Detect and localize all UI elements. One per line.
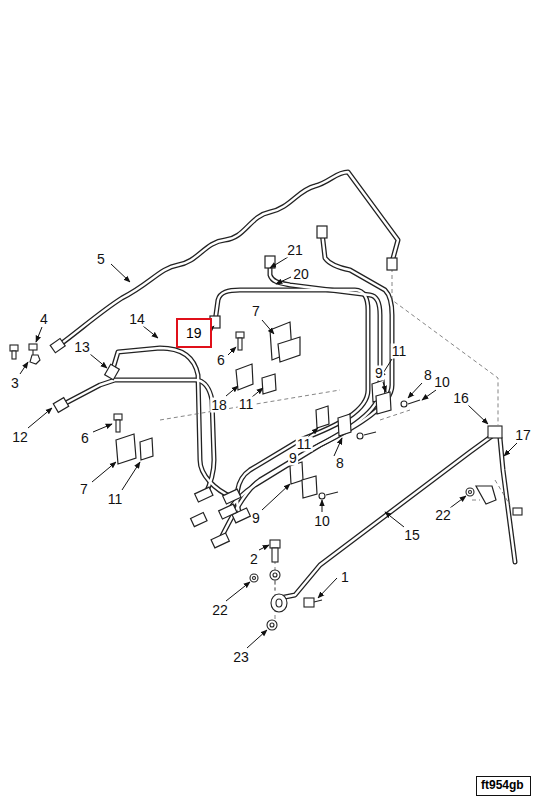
callout-number: 8 [423,368,433,383]
callout-number: 11 [391,344,408,359]
callout-number: 9 [288,451,298,466]
callout-number: 22 [434,508,452,523]
callout-number: 18 [210,398,228,413]
node-text: 19 [186,325,202,341]
bolts-washers [10,332,522,630]
highlight-callout-box: 19 [176,318,212,348]
callout-number: 6 [80,431,90,446]
callout-number: 8 [335,456,345,471]
callout-number: 2 [249,552,259,567]
callout-number: 22 [211,603,229,618]
callout-number: 1 [340,570,350,585]
callout-number: 9 [251,511,261,526]
callout-number: 23 [232,650,250,665]
callout-number: 15 [403,528,421,543]
callout-number: 20 [292,267,310,282]
callout-number: 9 [374,366,384,381]
callout-number: 4 [39,312,49,327]
fuel-tubes [58,172,515,598]
callout-number: 11 [296,437,313,452]
figure-code-box: ft954gb [476,776,531,796]
callout-number: 5 [96,252,106,267]
callout-number: 12 [11,430,29,445]
tube-nuts [50,226,397,548]
callout-number: 14 [128,312,146,327]
dashed-guides [160,268,510,620]
node-text: ft954gb [481,778,526,792]
callout-number: 10 [313,514,331,529]
callout-number: 6 [216,353,226,368]
callout-number: 11 [107,492,124,507]
callout-number: 21 [286,243,304,258]
callout-number: 13 [73,340,91,355]
callout-number: 16 [452,391,470,406]
callout-number: 7 [251,304,261,319]
callout-number: 11 [238,397,255,412]
callout-number: 17 [514,428,532,443]
callout-number: 10 [433,375,451,390]
callout-number: 7 [79,482,89,497]
leader-lines [20,257,517,648]
callout-number: 3 [10,376,20,391]
brackets-and-clamps [116,322,496,504]
